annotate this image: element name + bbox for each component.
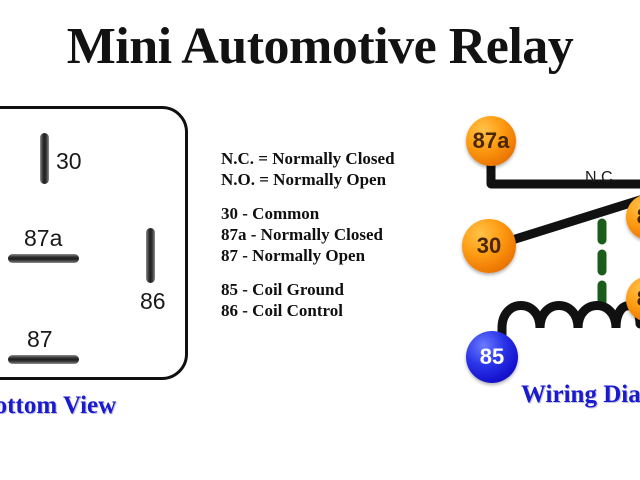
blade-terminal-30-icon: [40, 133, 49, 184]
coil-winding-icon: [497, 301, 640, 333]
legend-contact-87a: 87a - Normally Closed: [221, 225, 383, 244]
pin-label-30: 30: [56, 148, 82, 174]
terminal-86[interactable]: 86: [626, 276, 640, 322]
terminal-86-label: 86: [637, 286, 640, 312]
legend-abbr-no: N.O. = Normally Open: [221, 170, 387, 189]
wiring-diagram-caption: Wiring Diagram: [521, 381, 640, 408]
legend-spacer-2: [221, 266, 395, 279]
nc-contact-label: N.C.: [585, 169, 617, 186]
blade-terminal-87a-icon: [8, 254, 79, 263]
wire-87a-to-87: [486, 143, 640, 189]
blade-terminal-87-icon: [8, 355, 79, 364]
terminal-87-label: 87: [637, 204, 640, 230]
legend-contact-87: 87 - Normally Open: [221, 246, 366, 265]
pin-label-86: 86: [140, 288, 166, 314]
blade-terminal-86-icon: [146, 228, 155, 283]
page-title: Mini Automotive Relay: [66, 18, 574, 75]
terminal-85-label: 85: [479, 344, 505, 369]
terminal-87a-label: 87a: [472, 128, 510, 153]
terminal-30[interactable]: 30: [462, 219, 516, 273]
wire-30-armature: [488, 195, 640, 251]
pin-label-87a: 87a: [24, 225, 63, 251]
terminal-85[interactable]: 85: [466, 331, 518, 383]
legend-abbr-nc: N.C. = Normally Closed: [221, 149, 395, 168]
legend: N.C. = Normally Closed N.O. = Normally O…: [221, 148, 395, 321]
legend-contact-30: 30 - Common: [221, 204, 320, 223]
legend-coil-85: 85 - Coil Ground: [221, 280, 344, 299]
terminal-87[interactable]: 87: [626, 194, 640, 240]
legend-coil-86: 86 - Coil Control: [221, 301, 343, 320]
bottom-view-caption: Bottom View: [0, 392, 117, 419]
terminal-30-label: 30: [476, 233, 502, 258]
pin-label-87: 87: [27, 326, 53, 352]
legend-spacer-1: [221, 190, 395, 203]
terminal-87a[interactable]: 87a: [466, 116, 516, 166]
relay-body-outline: [0, 106, 188, 380]
